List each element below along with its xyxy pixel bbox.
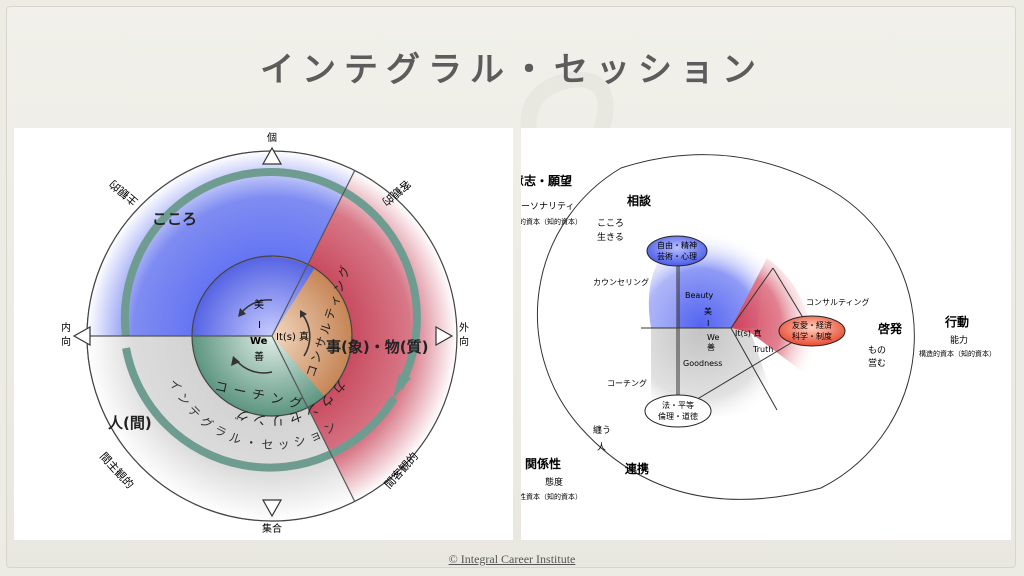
label-matou: 纏う bbox=[593, 424, 611, 436]
label-outward-1: 外 bbox=[459, 322, 469, 334]
label-cooperation: 連携 bbox=[625, 461, 649, 476]
label-relational-capital: 関係性資本（知的資本） bbox=[521, 492, 582, 501]
label-its: It(s) 真 bbox=[276, 330, 309, 343]
copyright-link[interactable]: © Integral Career Institute bbox=[448, 552, 576, 566]
label-individual: 個 bbox=[267, 131, 277, 144]
top-triangle-marker bbox=[261, 146, 283, 165]
label-ability: 能力 bbox=[950, 334, 968, 346]
node-right-text-2: 科学・制度 bbox=[792, 331, 832, 341]
node-freedom-spirit bbox=[646, 235, 708, 267]
label-structural-capital: 構造的資本（知的資本） bbox=[919, 349, 996, 358]
label-kokoro: こころ bbox=[152, 210, 197, 228]
label-personality: パーソナリティ bbox=[521, 201, 574, 212]
label-mono: もの bbox=[868, 345, 886, 356]
label-outward-2: 向 bbox=[459, 335, 469, 348]
label-itonamu: 営む bbox=[868, 357, 886, 369]
right-triangle-marker bbox=[435, 325, 454, 347]
label-zen: 善 bbox=[254, 350, 264, 363]
node-fraternity-economy bbox=[778, 315, 846, 347]
label-consulting: コンサルティング bbox=[806, 297, 870, 307]
label-hito: 人(間) bbox=[108, 414, 152, 432]
label-i: I bbox=[707, 319, 709, 328]
node-lower-text-1: 法・平等 bbox=[662, 400, 694, 410]
label-zen: 善 bbox=[707, 342, 715, 352]
label-koto: 事(象)・物(質) bbox=[326, 338, 428, 356]
label-will: 意志・願望 bbox=[521, 173, 572, 188]
page-title: インテグラル・セッション bbox=[260, 50, 764, 90]
label-beauty: Beauty bbox=[685, 291, 714, 300]
label-bi: 美 bbox=[254, 298, 264, 311]
node-lower-text-2: 倫理・道徳 bbox=[658, 411, 698, 421]
label-relationship: 関係性 bbox=[525, 456, 561, 471]
label-action: 行動 bbox=[944, 314, 969, 329]
label-bi: 美 bbox=[704, 306, 712, 316]
label-hito: 人 bbox=[597, 442, 606, 453]
label-kokoro: こころ bbox=[597, 218, 624, 229]
label-truth: Truth bbox=[752, 345, 773, 354]
integral-quadrant-diagram: 個 集合 内 向 外 向 主観的 客観的 間主観的 間客観的 こころ 人(間) … bbox=[61, 131, 469, 535]
label-coaching: コーチング bbox=[607, 378, 647, 388]
label-inward-1: 内 bbox=[61, 321, 71, 334]
label-human-capital: 人的資本（知的資本） bbox=[521, 217, 582, 226]
label-inward-2: 向 bbox=[61, 335, 71, 348]
label-collective: 集合 bbox=[262, 522, 282, 535]
label-subjective: 主観的 bbox=[106, 177, 140, 209]
label-attitude: 態度 bbox=[545, 476, 563, 488]
label-we: We bbox=[707, 333, 719, 342]
label-goodness: Goodness bbox=[683, 359, 722, 368]
node-upper-text-1: 自由・精神 bbox=[657, 240, 697, 250]
label-enlightenment: 啓発 bbox=[878, 321, 903, 336]
label-ikiru: 生きる bbox=[597, 231, 624, 243]
right-diagram-panel: 自由・精神 芸術・心理 友愛・経済 科学・制度 法・平等 倫理・道徳 Beaut… bbox=[521, 128, 1011, 540]
session-map-diagram: 自由・精神 芸術・心理 友愛・経済 科学・制度 法・平等 倫理・道徳 Beaut… bbox=[521, 154, 996, 501]
label-we: We bbox=[250, 336, 268, 347]
node-right-text-1: 友愛・経済 bbox=[792, 320, 832, 330]
node-upper-text-2: 芸術・心理 bbox=[657, 251, 697, 261]
label-i: I bbox=[258, 320, 261, 331]
label-consult: 相談 bbox=[627, 193, 652, 208]
label-counseling: カウンセリング bbox=[593, 277, 649, 287]
label-its: It(s) 真 bbox=[735, 328, 761, 338]
integral-session-ring bbox=[120, 168, 421, 390]
bottom-triangle-marker bbox=[261, 499, 283, 518]
right-quadrant bbox=[272, 170, 459, 502]
node-law-equality bbox=[644, 394, 712, 428]
left-diagram-panel: 個 集合 内 向 外 向 主観的 客観的 間主観的 間客観的 こころ 人(間) … bbox=[14, 128, 513, 540]
left-triangle-marker bbox=[72, 325, 91, 347]
